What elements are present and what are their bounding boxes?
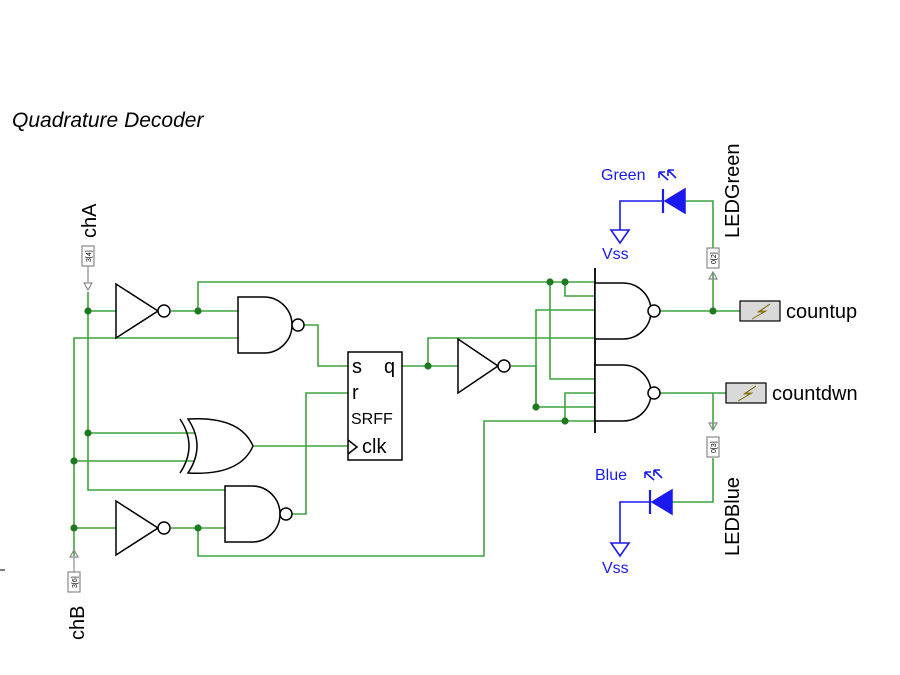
ff-pin-s: s [352, 356, 362, 378]
lightning-icon [737, 385, 757, 402]
svg-text:3[4]: 3[4] [86, 250, 93, 262]
led-color-label-blue: Blue [595, 467, 627, 484]
junction-dot [709, 307, 717, 315]
junction-dot [84, 307, 92, 315]
led-green[interactable]: 0[2] LEDGreen Green Vss [601, 144, 744, 280]
junction-dot [546, 278, 554, 286]
junction-dot [561, 278, 569, 286]
junctions [70, 278, 717, 532]
net-label-ledblue: LEDBlue [722, 477, 744, 556]
nand-gate-1[interactable] [237, 296, 305, 354]
led-color-label-green: Green [601, 167, 645, 184]
nand-gate-countdwn[interactable] [594, 364, 661, 422]
input-label-chB: chB [67, 606, 89, 640]
not-gate-2[interactable] [115, 499, 171, 557]
supply-label-vss-blue: Vss [602, 560, 629, 577]
input-port-chB[interactable]: 3[6] chB [67, 548, 89, 640]
junction-dot [424, 362, 432, 370]
svg-text:3[6]: 3[6] [72, 576, 79, 588]
junction-dot [194, 524, 202, 532]
input-label-chA: chA [79, 203, 101, 238]
output-probe-countup[interactable]: countup [739, 300, 857, 323]
ff-pin-q: q [384, 356, 395, 378]
junction-dot [84, 429, 92, 437]
junction-dot [70, 524, 78, 532]
output-label-countup: countup [786, 301, 857, 323]
xor-gate[interactable] [179, 417, 254, 475]
junction-dot [70, 457, 78, 465]
junction-dot [194, 307, 202, 315]
not-gate-1[interactable] [115, 282, 171, 340]
diagram-title: Quadrature Decoder [12, 109, 204, 132]
sr-flipflop[interactable]: s q r SRFF clk [347, 351, 403, 461]
ff-pin-r: r [352, 382, 359, 404]
ff-pin-clk: clk [362, 436, 387, 458]
not-gate-3[interactable] [457, 337, 511, 395]
net-label-ledgreen: LEDGreen [722, 144, 744, 239]
svg-text:0[2]: 0[2] [711, 252, 718, 264]
led-blue[interactable]: 0[3] LEDBlue Blue Vss [595, 422, 744, 577]
supply-label-vss-green: Vss [602, 246, 629, 263]
svg-text:0[3]: 0[3] [711, 441, 718, 453]
nand-gate-countup[interactable] [594, 282, 661, 340]
ff-name: SRFF [351, 411, 393, 428]
output-probe-countdwn[interactable]: countdwn [725, 382, 858, 405]
junction-dot [561, 417, 569, 425]
lightning-icon [751, 303, 771, 320]
input-port-chA[interactable]: 3[4] chA [79, 203, 101, 292]
junction-dot [532, 403, 540, 411]
nand-gate-2[interactable] [224, 485, 293, 543]
output-label-countdwn: countdwn [772, 383, 858, 405]
